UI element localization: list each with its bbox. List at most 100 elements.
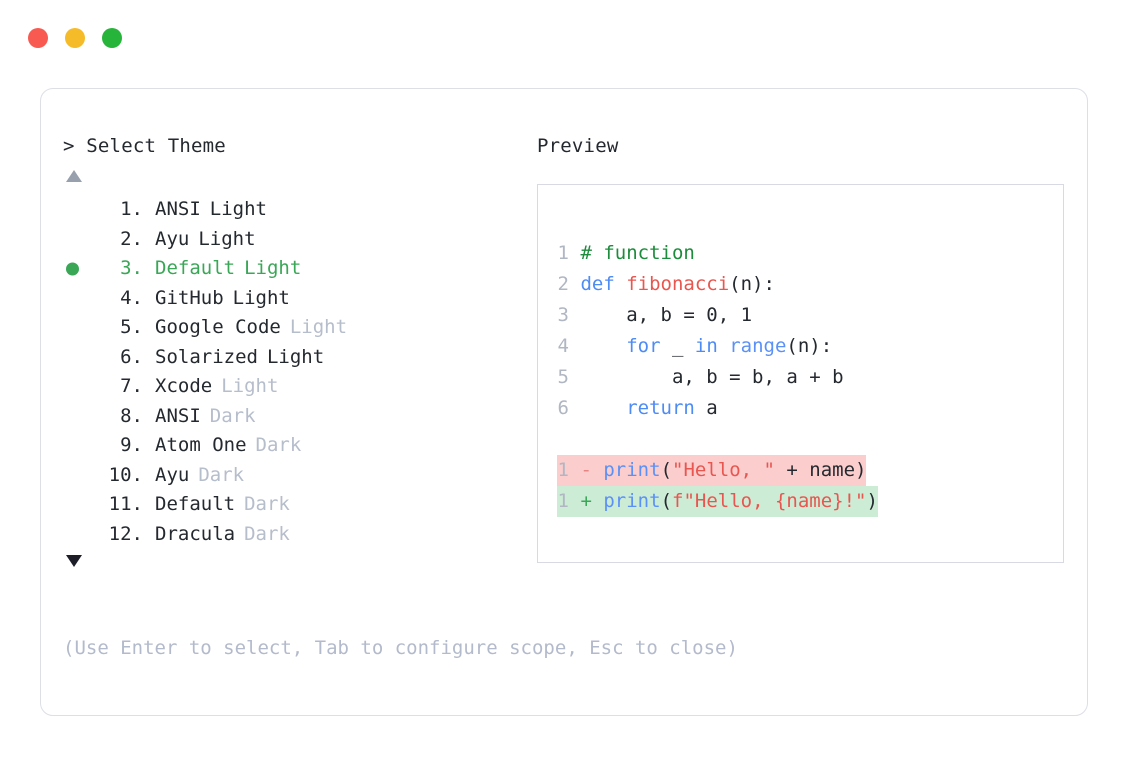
theme-item-number: 6.	[120, 345, 143, 368]
code-token: (	[660, 490, 673, 512]
theme-list-item[interactable]: 6. Solarized Light	[63, 343, 533, 373]
code-token: + name)	[774, 459, 867, 481]
theme-list-item[interactable]: 2. Ayu Light	[63, 225, 533, 255]
theme-item-variant: Dark	[209, 404, 256, 427]
maximize-dot[interactable]	[102, 28, 122, 48]
theme-list-item[interactable]: 7. Xcode Light	[63, 372, 533, 402]
code-line: 4 for _ in range(n):	[557, 331, 878, 362]
theme-list-item[interactable]: 5. Google Code Light	[63, 313, 533, 343]
diff-removed-line: 1 - print("Hello, " + name)	[557, 455, 867, 486]
theme-item-number: 2.	[120, 227, 143, 250]
theme-item-number: 8.	[120, 404, 143, 427]
theme-item-variant: Light	[289, 316, 348, 338]
code-line: 3 a, b = 0, 1	[557, 300, 878, 331]
diff-sign: -	[580, 459, 592, 481]
theme-list-item[interactable]: 11. Default Dark	[63, 490, 533, 520]
line-number: 6	[557, 397, 569, 419]
code-line: 6 return a	[557, 393, 878, 424]
theme-item-variant: Dark	[255, 434, 302, 456]
code-token: in	[694, 335, 718, 357]
theme-list-item[interactable]: 9. Atom One Dark	[63, 431, 533, 461]
theme-item-variant: Light	[266, 345, 325, 368]
code-token: (	[660, 459, 673, 481]
theme-item-number: 12.	[108, 522, 143, 545]
theme-list-item[interactable]: 12. Dracula Dark	[63, 520, 533, 550]
theme-item-variant: Dark	[244, 522, 290, 545]
code-token: # function	[580, 242, 695, 264]
window-titlebar	[28, 28, 122, 48]
theme-item-number: 4.	[120, 286, 143, 309]
code-token: a	[694, 397, 718, 419]
theme-item-name: Solarized	[155, 345, 258, 368]
theme-item-name: Xcode	[155, 375, 213, 397]
theme-item-variant: Dark	[244, 493, 290, 515]
theme-item-number: 10.	[108, 463, 143, 486]
theme-item-name: ANSI	[155, 198, 201, 220]
keyboard-hint: (Use Enter to select, Tab to configure s…	[63, 637, 738, 659]
code-token: print	[603, 459, 661, 481]
code-line: 2 def fibonacci(n):	[557, 269, 878, 300]
code-token: (n):	[729, 273, 775, 295]
line-number: 1	[557, 490, 569, 512]
theme-item-name: Dracula	[155, 522, 236, 545]
line-number: 2	[557, 273, 569, 295]
code-token: fibonacci	[626, 273, 730, 295]
line-number: 1	[557, 242, 569, 264]
select-theme-prompt: > Select Theme	[63, 135, 226, 157]
theme-item-variant: Light	[244, 257, 302, 279]
close-dot[interactable]	[28, 28, 48, 48]
theme-item-number: 9.	[120, 434, 143, 456]
theme-item-number: 11.	[108, 493, 143, 515]
code-token	[718, 335, 729, 357]
theme-item-variant: Light	[198, 227, 256, 250]
code-token: "Hello, "	[672, 459, 775, 481]
preview-title: Preview	[537, 135, 619, 157]
theme-item-name: Ayu	[155, 463, 190, 486]
code-token: range	[729, 335, 787, 357]
code-token: return	[626, 397, 695, 419]
theme-list-item[interactable]: 3. Default Light	[63, 254, 533, 284]
code-token: )	[866, 490, 878, 512]
line-number: 4	[557, 335, 569, 357]
theme-item-name: Ayu	[155, 227, 190, 250]
code-token: def	[580, 273, 627, 295]
theme-list-item[interactable]: 10. Ayu Dark	[63, 461, 533, 491]
theme-item-number: 1.	[120, 198, 143, 220]
diff-sign: +	[580, 490, 592, 512]
theme-item-name: Default	[155, 493, 236, 515]
theme-item-variant: Light	[221, 375, 279, 397]
code-spacer	[557, 424, 878, 455]
bullet-icon	[66, 262, 79, 276]
theme-list-item[interactable]: 1. ANSI Light	[63, 195, 533, 225]
theme-list-item[interactable]: 8. ANSI Dark	[63, 402, 533, 432]
line-number: 1	[557, 459, 569, 481]
minimize-dot[interactable]	[65, 28, 85, 48]
code-token: a, b = b, a + b	[580, 366, 844, 388]
line-number: 5	[557, 366, 569, 388]
line-number: 3	[557, 304, 569, 326]
code-token: a, b = 0, 1	[580, 304, 753, 326]
theme-item-number: 5.	[120, 316, 143, 338]
theme-item-name: ANSI	[155, 404, 201, 427]
theme-item-variant: Dark	[198, 463, 245, 486]
code-line: 5 a, b = b, a + b	[557, 362, 878, 393]
theme-item-name: Google Code	[155, 316, 281, 338]
theme-item-number: 7.	[120, 375, 143, 397]
triangle-down-icon[interactable]	[66, 555, 82, 567]
triangle-up-icon[interactable]	[66, 170, 82, 182]
theme-item-name: Atom One	[155, 434, 247, 456]
code-token: print	[603, 490, 661, 512]
code-token	[580, 397, 626, 419]
theme-item-name: Default	[155, 257, 236, 279]
theme-item-variant: Light	[209, 198, 267, 220]
code-token	[580, 335, 626, 357]
theme-item-number: 3.	[120, 257, 143, 279]
theme-item-name: GitHub	[155, 286, 224, 309]
